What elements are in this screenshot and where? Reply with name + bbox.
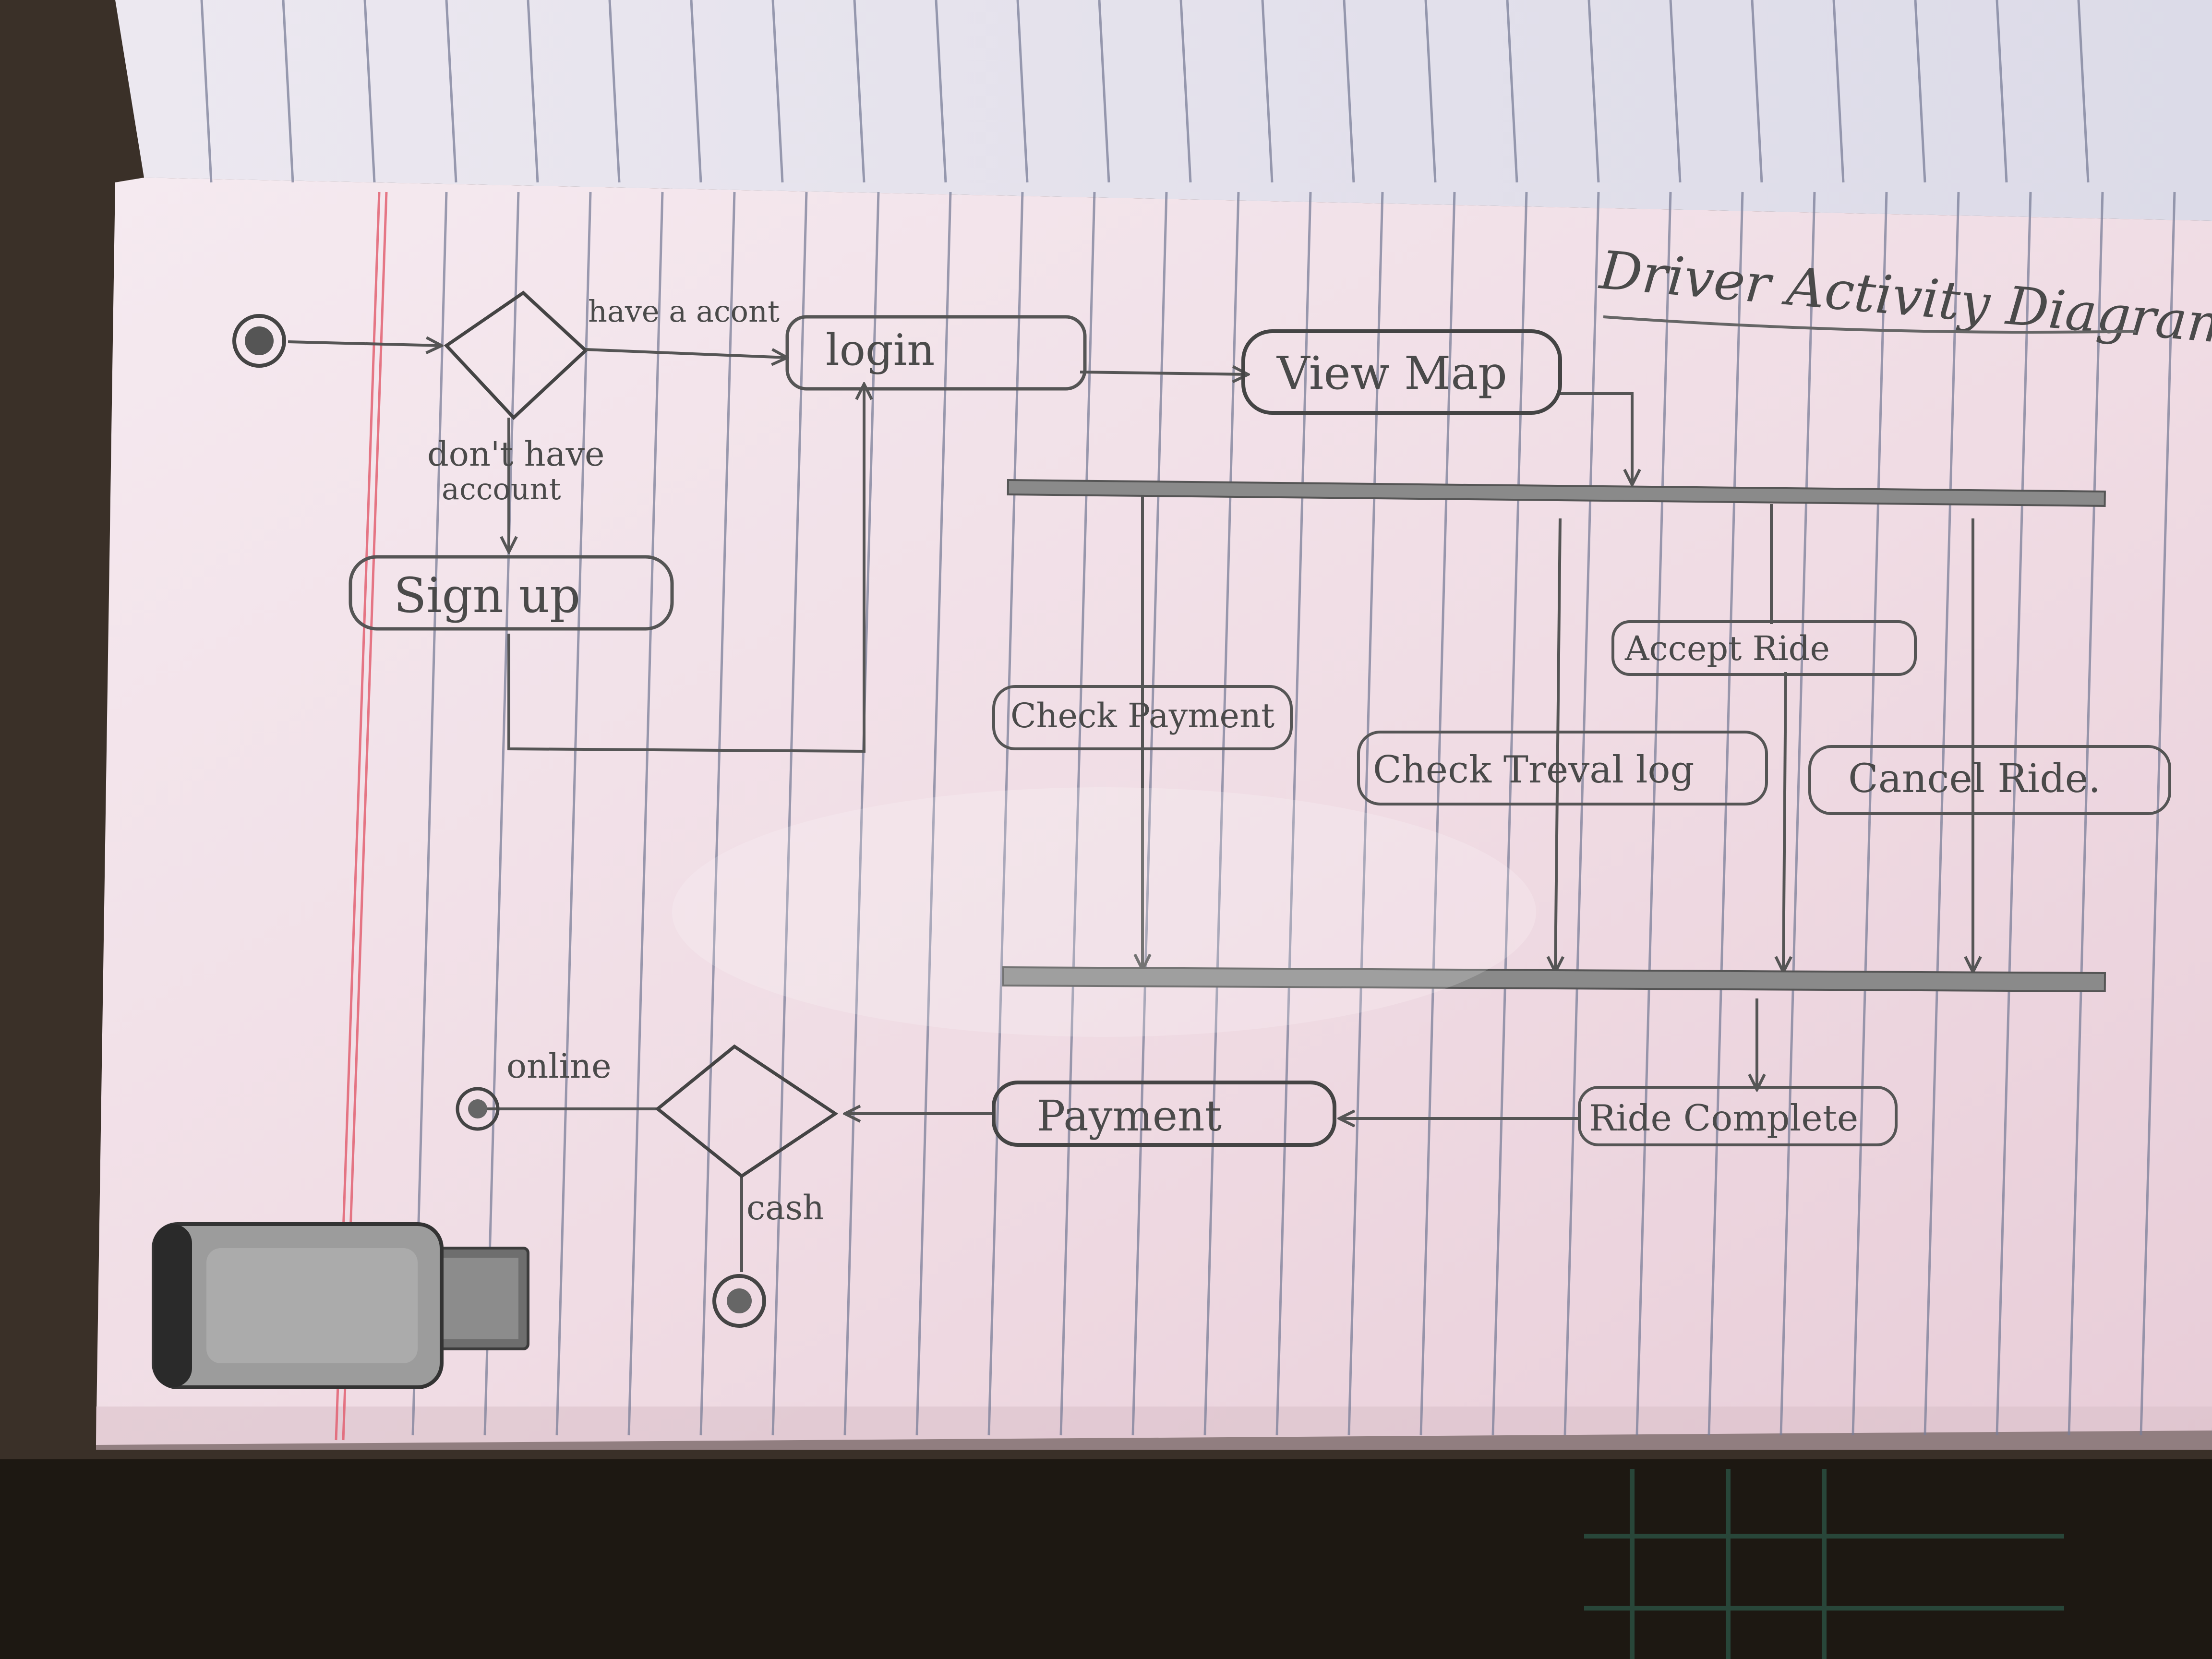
upper-page	[115, 0, 2212, 221]
decision-node-payment-method	[655, 1044, 839, 1178]
action-cancel-ride-label: Cancel Ride.	[1848, 756, 2101, 802]
ruled-line	[987, 192, 1024, 1436]
ruled-line-upper-page	[608, 0, 621, 183]
ruled-line	[555, 192, 592, 1436]
label-cash: cash	[746, 1188, 824, 1227]
action-login: login	[785, 315, 1087, 391]
label-dont-have-account-line1: don't have	[427, 434, 604, 474]
ruled-line-upper-page	[771, 0, 784, 183]
title-underline	[1603, 315, 2137, 334]
ruled-line	[1779, 192, 1816, 1436]
ruled-line-upper-page	[200, 0, 213, 183]
final-node-online	[456, 1087, 500, 1131]
action-accept-ride-label: Accept Ride	[1624, 629, 1830, 668]
ruled-line-upper-page	[445, 0, 457, 183]
ruled-line-upper-page	[1751, 0, 1763, 183]
ruled-line-upper-page	[363, 0, 376, 183]
ruled-line-upper-page	[527, 0, 539, 183]
action-check-travel-log: Check Treval log	[1357, 731, 1768, 805]
action-check-payment: Check Payment	[992, 685, 1293, 750]
page-edge	[96, 1407, 2212, 1450]
ruled-line	[483, 192, 520, 1436]
light-glare	[672, 787, 1536, 1037]
ruled-line	[1707, 192, 1744, 1436]
action-ride-complete-label: Ride Complete	[1589, 1097, 1858, 1139]
action-accept-ride: Accept Ride	[1611, 620, 1917, 676]
action-payment: Payment	[992, 1081, 1336, 1147]
ruled-line-upper-page	[1832, 0, 1845, 183]
ruled-line-upper-page	[1424, 0, 1437, 183]
ruled-line-upper-page	[1996, 0, 2008, 183]
ruled-line-upper-page	[1587, 0, 1600, 183]
action-cancel-ride: Cancel Ride.	[1808, 745, 2171, 815]
ruled-line-upper-page	[1261, 0, 1274, 183]
ruled-line	[771, 192, 808, 1436]
ruled-line	[627, 192, 664, 1436]
ruled-line-upper-page	[1179, 0, 1192, 183]
edges-no-arrow	[480, 504, 1773, 1272]
ruled-line	[1059, 192, 1096, 1436]
ruled-line-upper-page	[690, 0, 702, 183]
ruled-line	[2140, 192, 2176, 1436]
action-login-label: login	[826, 325, 935, 375]
ruled-line-upper-page	[1914, 0, 1926, 183]
ruled-line	[1419, 192, 1456, 1436]
ruled-line-upper-page	[935, 0, 947, 183]
decision-node-account	[444, 290, 589, 420]
final-node-cash	[712, 1274, 766, 1328]
action-view-map: View Map	[1241, 329, 1562, 415]
action-ride-complete: Ride Complete	[1578, 1086, 1898, 1146]
ruled-line-upper-page	[1506, 0, 1518, 183]
ruled-line	[1491, 192, 1528, 1436]
ruled-line	[1203, 192, 1240, 1436]
ruled-line-upper-page	[853, 0, 866, 183]
ruled-line	[1635, 192, 1672, 1436]
ruled-line	[1131, 192, 1168, 1436]
action-sign-up: Sign up	[349, 555, 674, 631]
usb-drive-icon	[152, 1222, 529, 1389]
label-have-account: have a acont	[588, 294, 780, 329]
ruled-line-upper-page	[2077, 0, 2090, 183]
ruled-line-upper-page	[282, 0, 294, 183]
initial-node	[232, 314, 286, 368]
action-check-payment-label: Check Payment	[1010, 696, 1274, 735]
fabric-pattern	[1584, 1469, 2064, 1659]
ruled-line	[699, 192, 736, 1436]
ruled-line-upper-page	[1669, 0, 1682, 183]
ruled-line	[1275, 192, 1312, 1436]
label-online: online	[506, 1046, 612, 1086]
ruled-line	[1347, 192, 1384, 1436]
ruled-line	[1563, 192, 1600, 1436]
ruled-line-upper-page	[1016, 0, 1029, 183]
action-check-travel-log-label: Check Treval log	[1373, 748, 1694, 792]
ruled-line	[915, 192, 952, 1436]
ruled-line-upper-page	[1098, 0, 1110, 183]
ruled-line-upper-page	[1343, 0, 1355, 183]
label-dont-have-account-line2: account	[442, 471, 561, 506]
action-sign-up-label: Sign up	[394, 567, 580, 624]
action-payment-label: Payment	[1037, 1091, 1222, 1141]
join-bar	[1002, 966, 2106, 993]
action-view-map-label: View Map	[1276, 347, 1507, 400]
desk-shadow	[0, 1459, 2212, 1659]
fork-bar	[1007, 479, 2106, 507]
